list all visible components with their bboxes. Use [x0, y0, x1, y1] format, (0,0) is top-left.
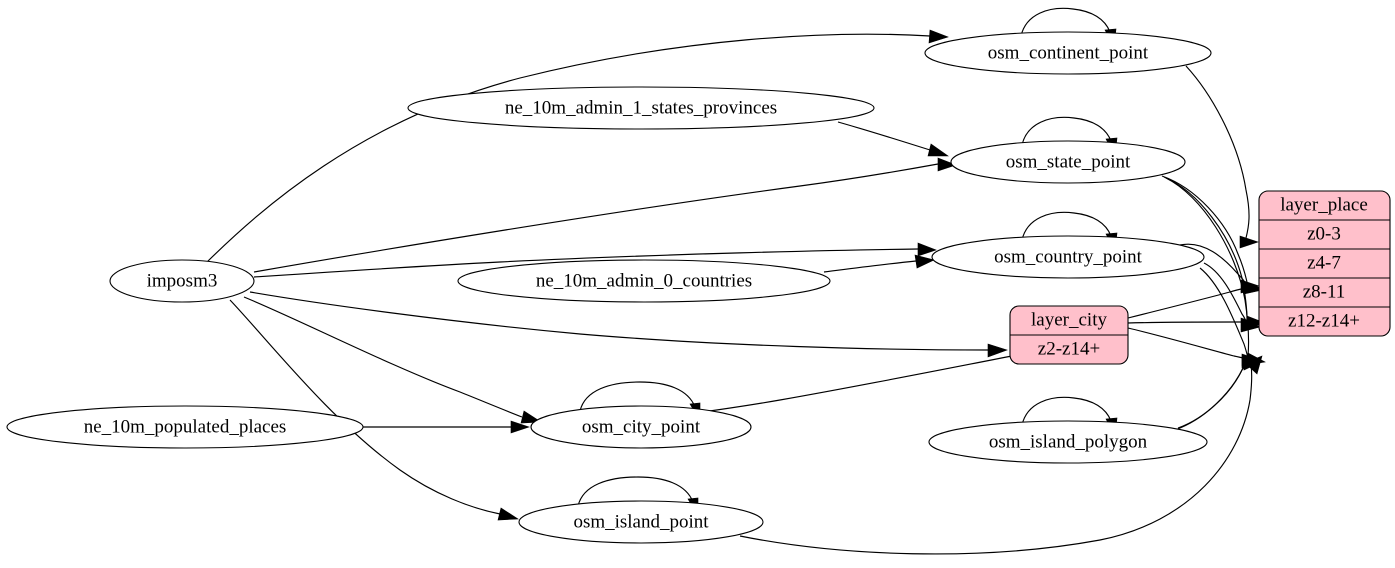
edge-self-loop-osm-country-point: [1021, 211, 1112, 241]
node-ne-places-shape[interactable]: [6, 405, 364, 449]
arrowhead-state-2: [927, 143, 949, 157]
node-osm-state-point[interactable]: osm_state_point: [950, 140, 1186, 184]
edge-osm-island-polygon-to-z12-z14-2: [1174, 361, 1249, 431]
node-imposm3[interactable]: imposm3: [109, 259, 255, 303]
edge-layer-city-to-z8-11: [1127, 321, 1247, 324]
arrowhead-z8-11-c: [1246, 315, 1266, 330]
edge-osm-state-point-to-z12-z14: [1165, 177, 1250, 357]
edge-self-loop-osm-island-polygon: [1021, 396, 1112, 426]
edge-osm-state-point-to-z4-7: [1161, 175, 1248, 283]
record-layer-city[interactable]: layer_city z2-z14+: [1009, 305, 1129, 365]
arrowhead-island-point-1: [497, 507, 519, 521]
node-osm-city-point-shape[interactable]: [530, 405, 752, 449]
edge-imposm3-to-osm-state-point: [253, 163, 939, 273]
arrowhead-country-2: [914, 254, 935, 269]
edge-self-loop-osm-island-point: [577, 476, 694, 507]
arrowhead-z4-7-c: [1243, 281, 1263, 295]
edge-imposm3-to-osm-city-point: [243, 296, 523, 418]
arrowhead-continent: [928, 29, 949, 44]
arrowhead-layer-city: [987, 343, 1008, 358]
edge-imposm3-to-osm-continent-point: [206, 33, 931, 263]
arrowhead-city-2: [510, 420, 530, 434]
edge-ne-states-to-osm-state-point: [837, 121, 931, 151]
edge-osm-continent-point-to-z0-3: [1185, 65, 1250, 239]
edge-imposm3-to-osm-island-point: [229, 299, 501, 515]
arrowhead-country-1: [917, 242, 937, 257]
node-ne-10m-populated-places[interactable]: ne_10m_populated_places: [6, 405, 364, 449]
edges-layer: [206, 7, 1266, 555]
edge-layer-city-to-z12-z14: [1127, 327, 1248, 360]
node-osm-city-point[interactable]: osm_city_point: [530, 405, 752, 449]
edge-self-loop-osm-state-point: [1021, 116, 1112, 146]
record-layer-place[interactable]: layer_place z0-3 z4-7 z8-11 z12-z14+: [1258, 190, 1391, 337]
edge-osm-country-point-to-z12-z14: [1199, 267, 1249, 359]
node-osm-island-polygon[interactable]: osm_island_polygon: [928, 420, 1208, 464]
node-imposm3-shape[interactable]: [109, 259, 255, 303]
edge-self-loop-osm-continent-point: [1020, 7, 1111, 37]
node-ne-states-shape[interactable]: [407, 86, 875, 130]
edge-self-loop-osm-city-point: [579, 381, 696, 412]
node-osm-state-point-shape[interactable]: [950, 140, 1186, 184]
edge-layer-city-to-z4-7: [1127, 287, 1247, 319]
edge-imposm3-to-osm-country-point: [253, 248, 919, 278]
node-ne-10m-admin-0-countries[interactable]: ne_10m_admin_0_countries: [457, 259, 831, 303]
node-osm-country-point-shape[interactable]: [931, 235, 1205, 279]
arrowhead-z0-3-a: [1239, 235, 1259, 249]
node-osm-continent-point[interactable]: osm_continent_point: [924, 31, 1212, 75]
node-osm-island-point[interactable]: osm_island_point: [518, 500, 764, 544]
edge-osm-island-polygon-to-z12-z14: [1177, 359, 1249, 429]
edge-imposm3-to-layer-city: [249, 291, 989, 351]
node-osm-continent-point-shape[interactable]: [924, 31, 1212, 75]
edge-ne-countries-to-osm-country-point: [823, 260, 917, 273]
arrowhead-z12-e: [1244, 355, 1263, 375]
node-osm-country-point[interactable]: osm_country_point: [931, 235, 1205, 279]
arrowhead-state-1: [937, 157, 957, 172]
record-layer-place-box[interactable]: [1258, 190, 1391, 337]
edge-osm-country-point-to-z8-11: [1203, 262, 1248, 325]
edge-osm-island-point-to-z12-z14: [739, 363, 1253, 555]
nodes-layer: imposm3 ne_10m_admin_1_states_provinces …: [6, 31, 1391, 544]
node-ne-countries-shape[interactable]: [457, 259, 831, 303]
edge-layer-city-to-osm-city-point: [687, 355, 1013, 415]
node-osm-island-point-shape[interactable]: [518, 500, 764, 544]
node-ne-10m-admin-1-states-provinces[interactable]: ne_10m_admin_1_states_provinces: [407, 86, 875, 130]
node-osm-island-polygon-shape[interactable]: [928, 420, 1208, 464]
